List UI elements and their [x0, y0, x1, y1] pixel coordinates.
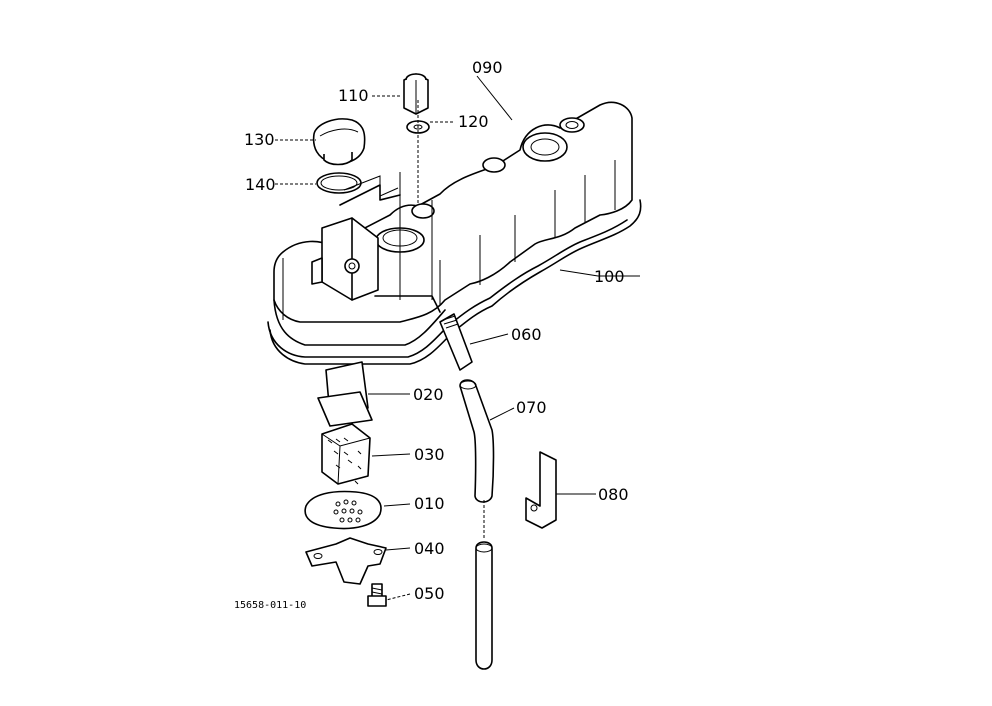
- breather-hose-part: [439, 313, 473, 371]
- label-030: 030: [414, 445, 445, 464]
- label-060: 060: [511, 325, 542, 344]
- label-080: 080: [598, 485, 629, 504]
- label-120: 120: [458, 112, 489, 131]
- label-110: 110: [338, 86, 369, 105]
- label-090: 090: [472, 58, 503, 77]
- label-010: 010: [414, 494, 445, 513]
- cylinder-head-cover: [273, 101, 633, 346]
- plug-part: [403, 73, 429, 115]
- breather-element-part: [321, 423, 371, 485]
- label-130: 130: [244, 130, 275, 149]
- leader-lines: [275, 75, 640, 601]
- oil-filler-cap: [312, 118, 366, 166]
- label-020: 020: [413, 385, 444, 404]
- clamp-bracket-part: [525, 451, 557, 529]
- label-140: 140: [245, 175, 276, 194]
- lower-pipe-part: [475, 500, 493, 670]
- label-040: 040: [414, 539, 445, 558]
- drawing-code: 15658-011-10: [234, 600, 306, 611]
- label-100: 100: [594, 267, 625, 286]
- o-ring-part: [316, 172, 362, 194]
- label-050: 050: [414, 584, 445, 603]
- label-070: 070: [516, 398, 547, 417]
- head-cover-gasket: [267, 199, 642, 365]
- breather-plate-part: [317, 361, 373, 427]
- perforated-plate-part: [304, 490, 382, 530]
- breather-pipe-part: [459, 379, 495, 503]
- bolt-part: [367, 583, 387, 607]
- breather-cover-part: [305, 537, 387, 585]
